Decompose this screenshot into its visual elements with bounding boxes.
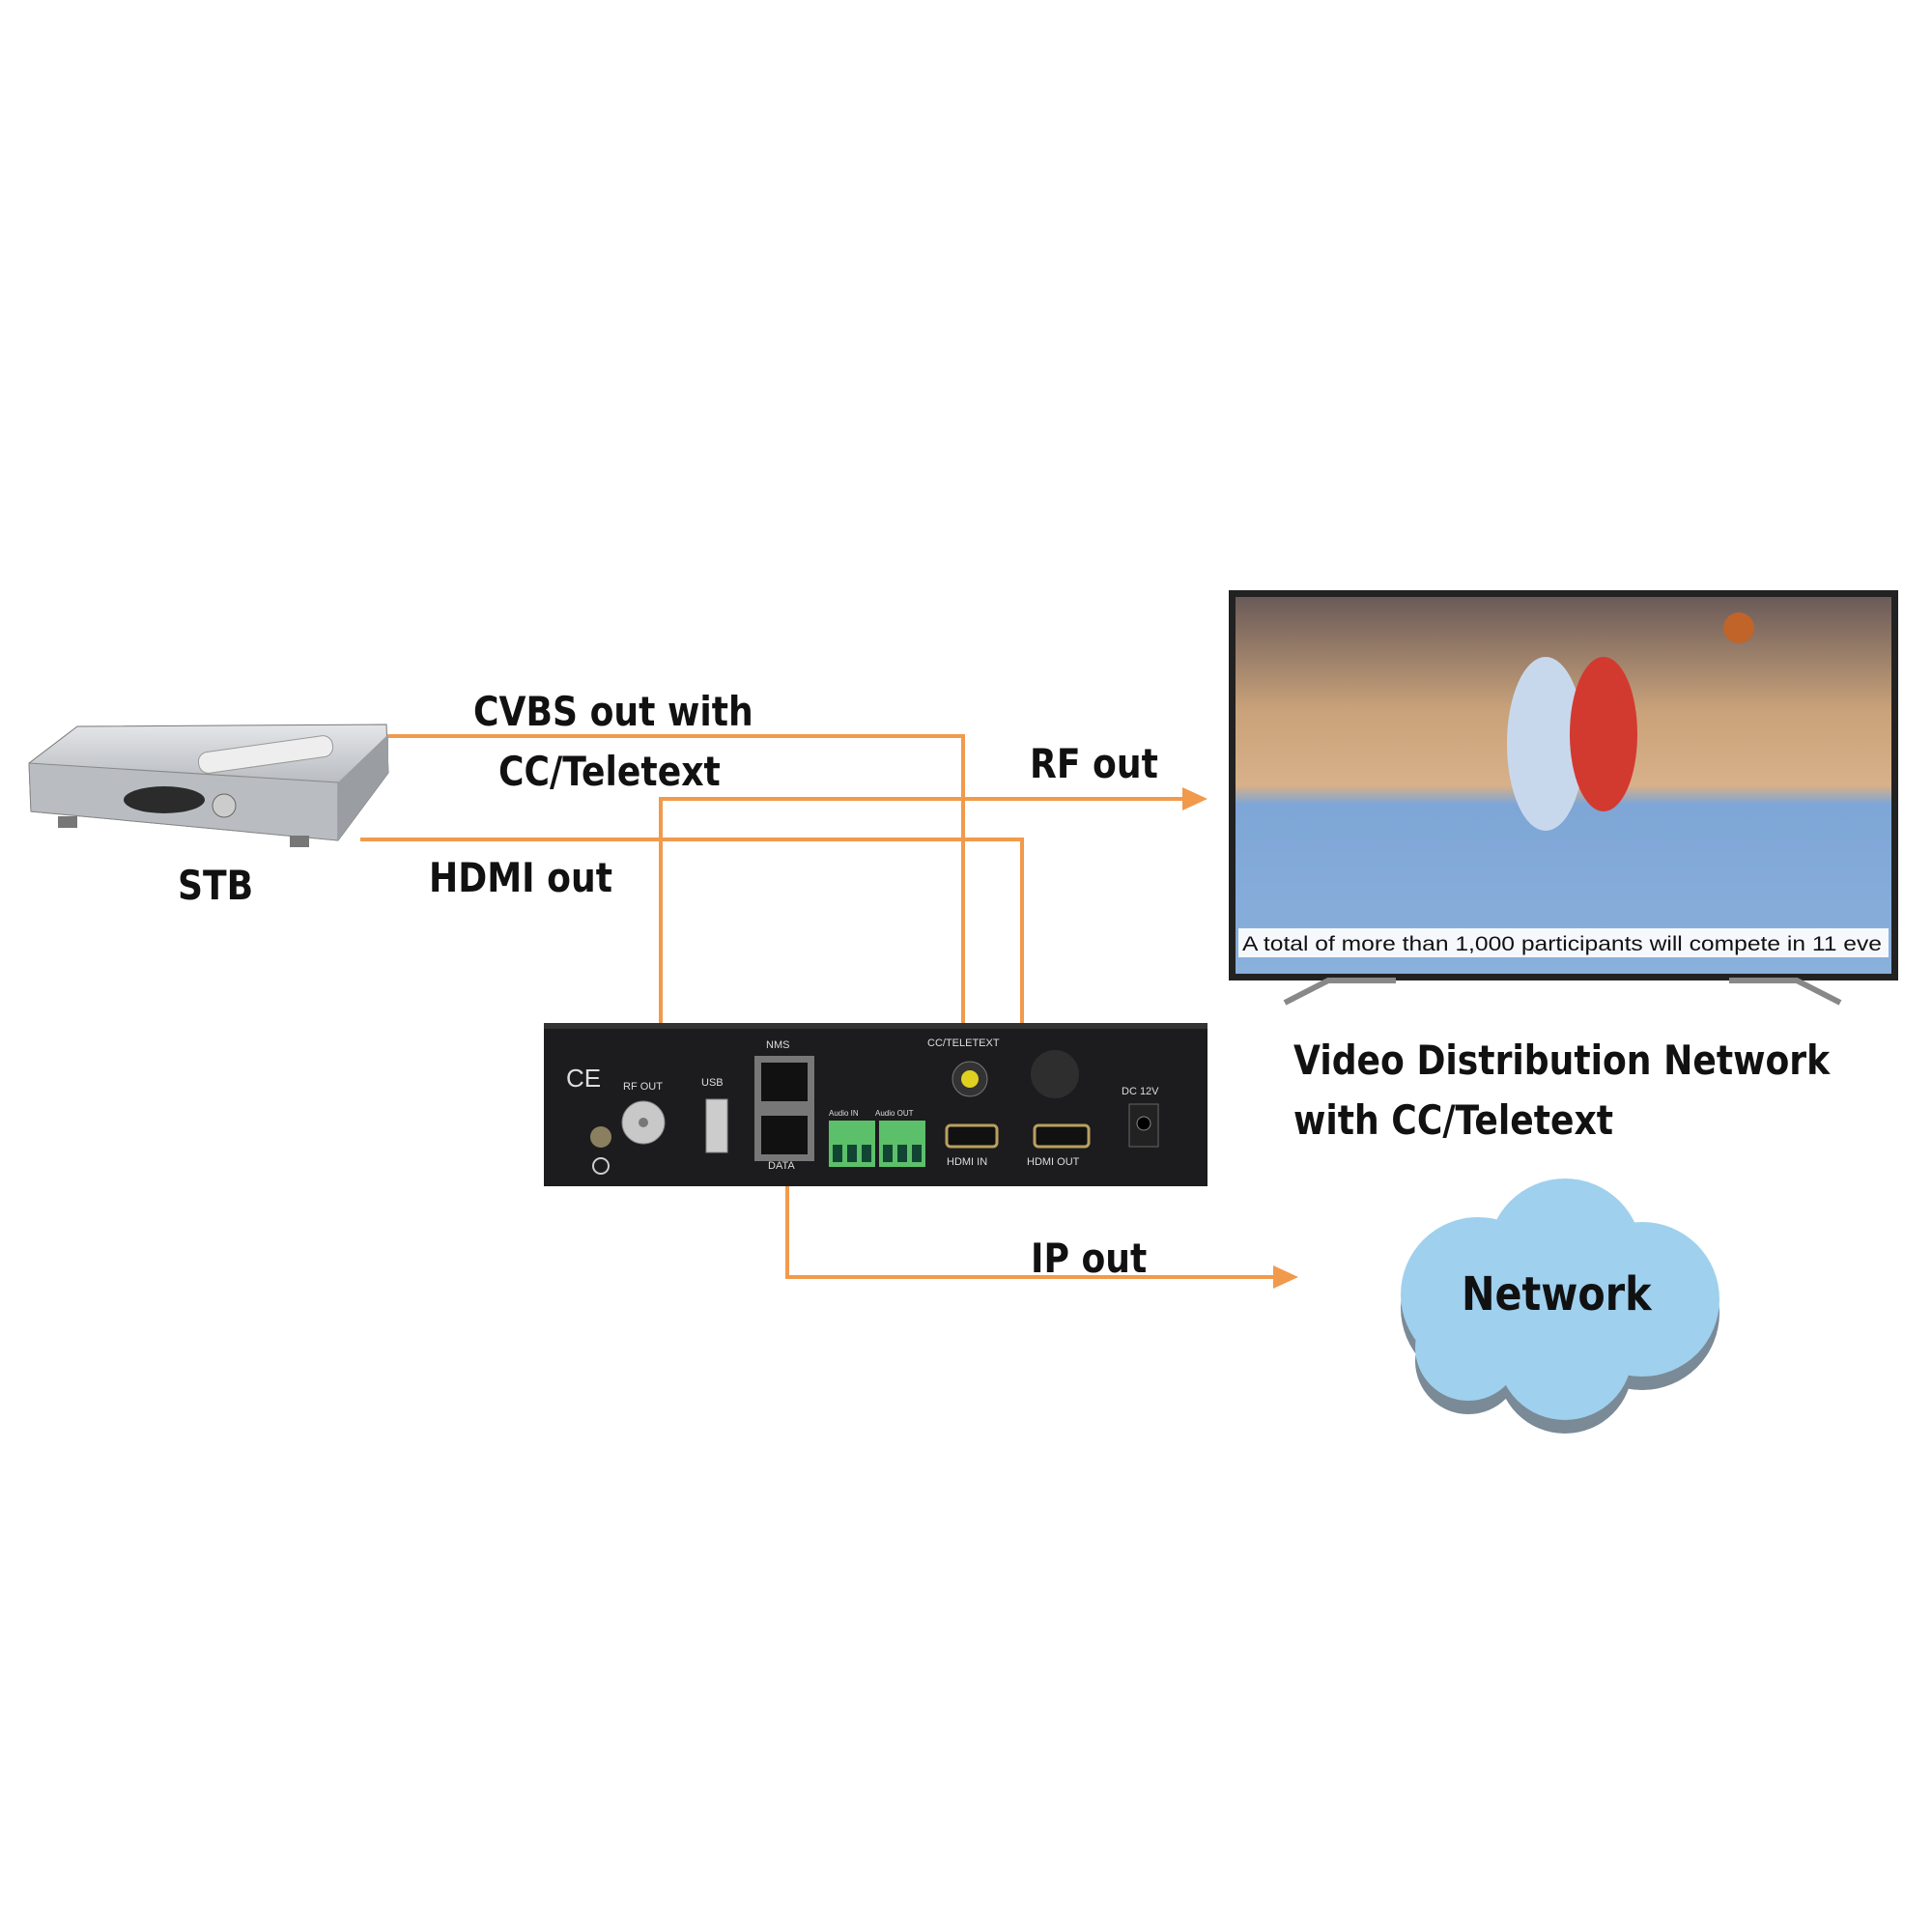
encoder-rear-panel: CE RF OUT USB NMS DATA Audio IN Audio OU… [544,1023,1208,1186]
ce-mark: CE [566,1064,601,1093]
vdn-label-line2: with CC/Teletext [1293,1096,1614,1144]
tv-display: A total of more than 1,000 participants … [1229,590,1898,1006]
ip-arrow-head [1273,1265,1298,1289]
usb-port-label: USB [701,1077,724,1089]
dc-port-label: DC 12V [1122,1086,1159,1097]
rf-out-label: RF out [1030,740,1158,787]
data-port-label: DATA [768,1160,795,1172]
ground-screw-icon [590,1126,611,1148]
cvbs-label-line1: CVBS out with [473,688,753,735]
hdmi-connector-line [360,838,1024,1023]
hdmi-out-label: HDMI OUT [1027,1156,1080,1168]
tv-stand-right [1729,978,1842,1006]
hdmi-out-port [1033,1123,1091,1149]
hdmi-in-port [945,1123,999,1149]
network-cloud [1401,1179,1719,1434]
hdmi-out-label: HDMI out [429,854,612,901]
network-label: Network [1462,1267,1652,1321]
audio-out-label: Audio OUT [875,1109,914,1118]
vdn-label-line1: Video Distribution Network [1293,1037,1831,1084]
stb-label: STB [178,862,254,909]
stb-device-image [28,724,389,847]
nms-port-label: NMS [766,1039,789,1051]
cc-teletext-port-label: CC/TELETEXT [927,1037,1000,1049]
ip-out-label: IP out [1031,1235,1148,1282]
rf-out-port-label: RF OUT [623,1081,663,1093]
tv-stand-left [1283,978,1396,1006]
ground-symbol-icon [592,1157,610,1175]
audio-in-label: Audio IN [829,1109,859,1118]
knob [1031,1050,1079,1098]
rf-arrow-head [1182,787,1208,810]
hdmi-in-label: HDMI IN [947,1156,987,1168]
rf-connector-line [659,797,1188,1023]
tv-caption-text: A total of more than 1,000 participants … [1242,933,1882,955]
cvbs-label-line2: CC/Teletext [498,748,721,795]
usb-port [705,1098,728,1153]
cvbs-connector-line [388,734,965,1023]
ip-connector-line [785,1186,1280,1279]
